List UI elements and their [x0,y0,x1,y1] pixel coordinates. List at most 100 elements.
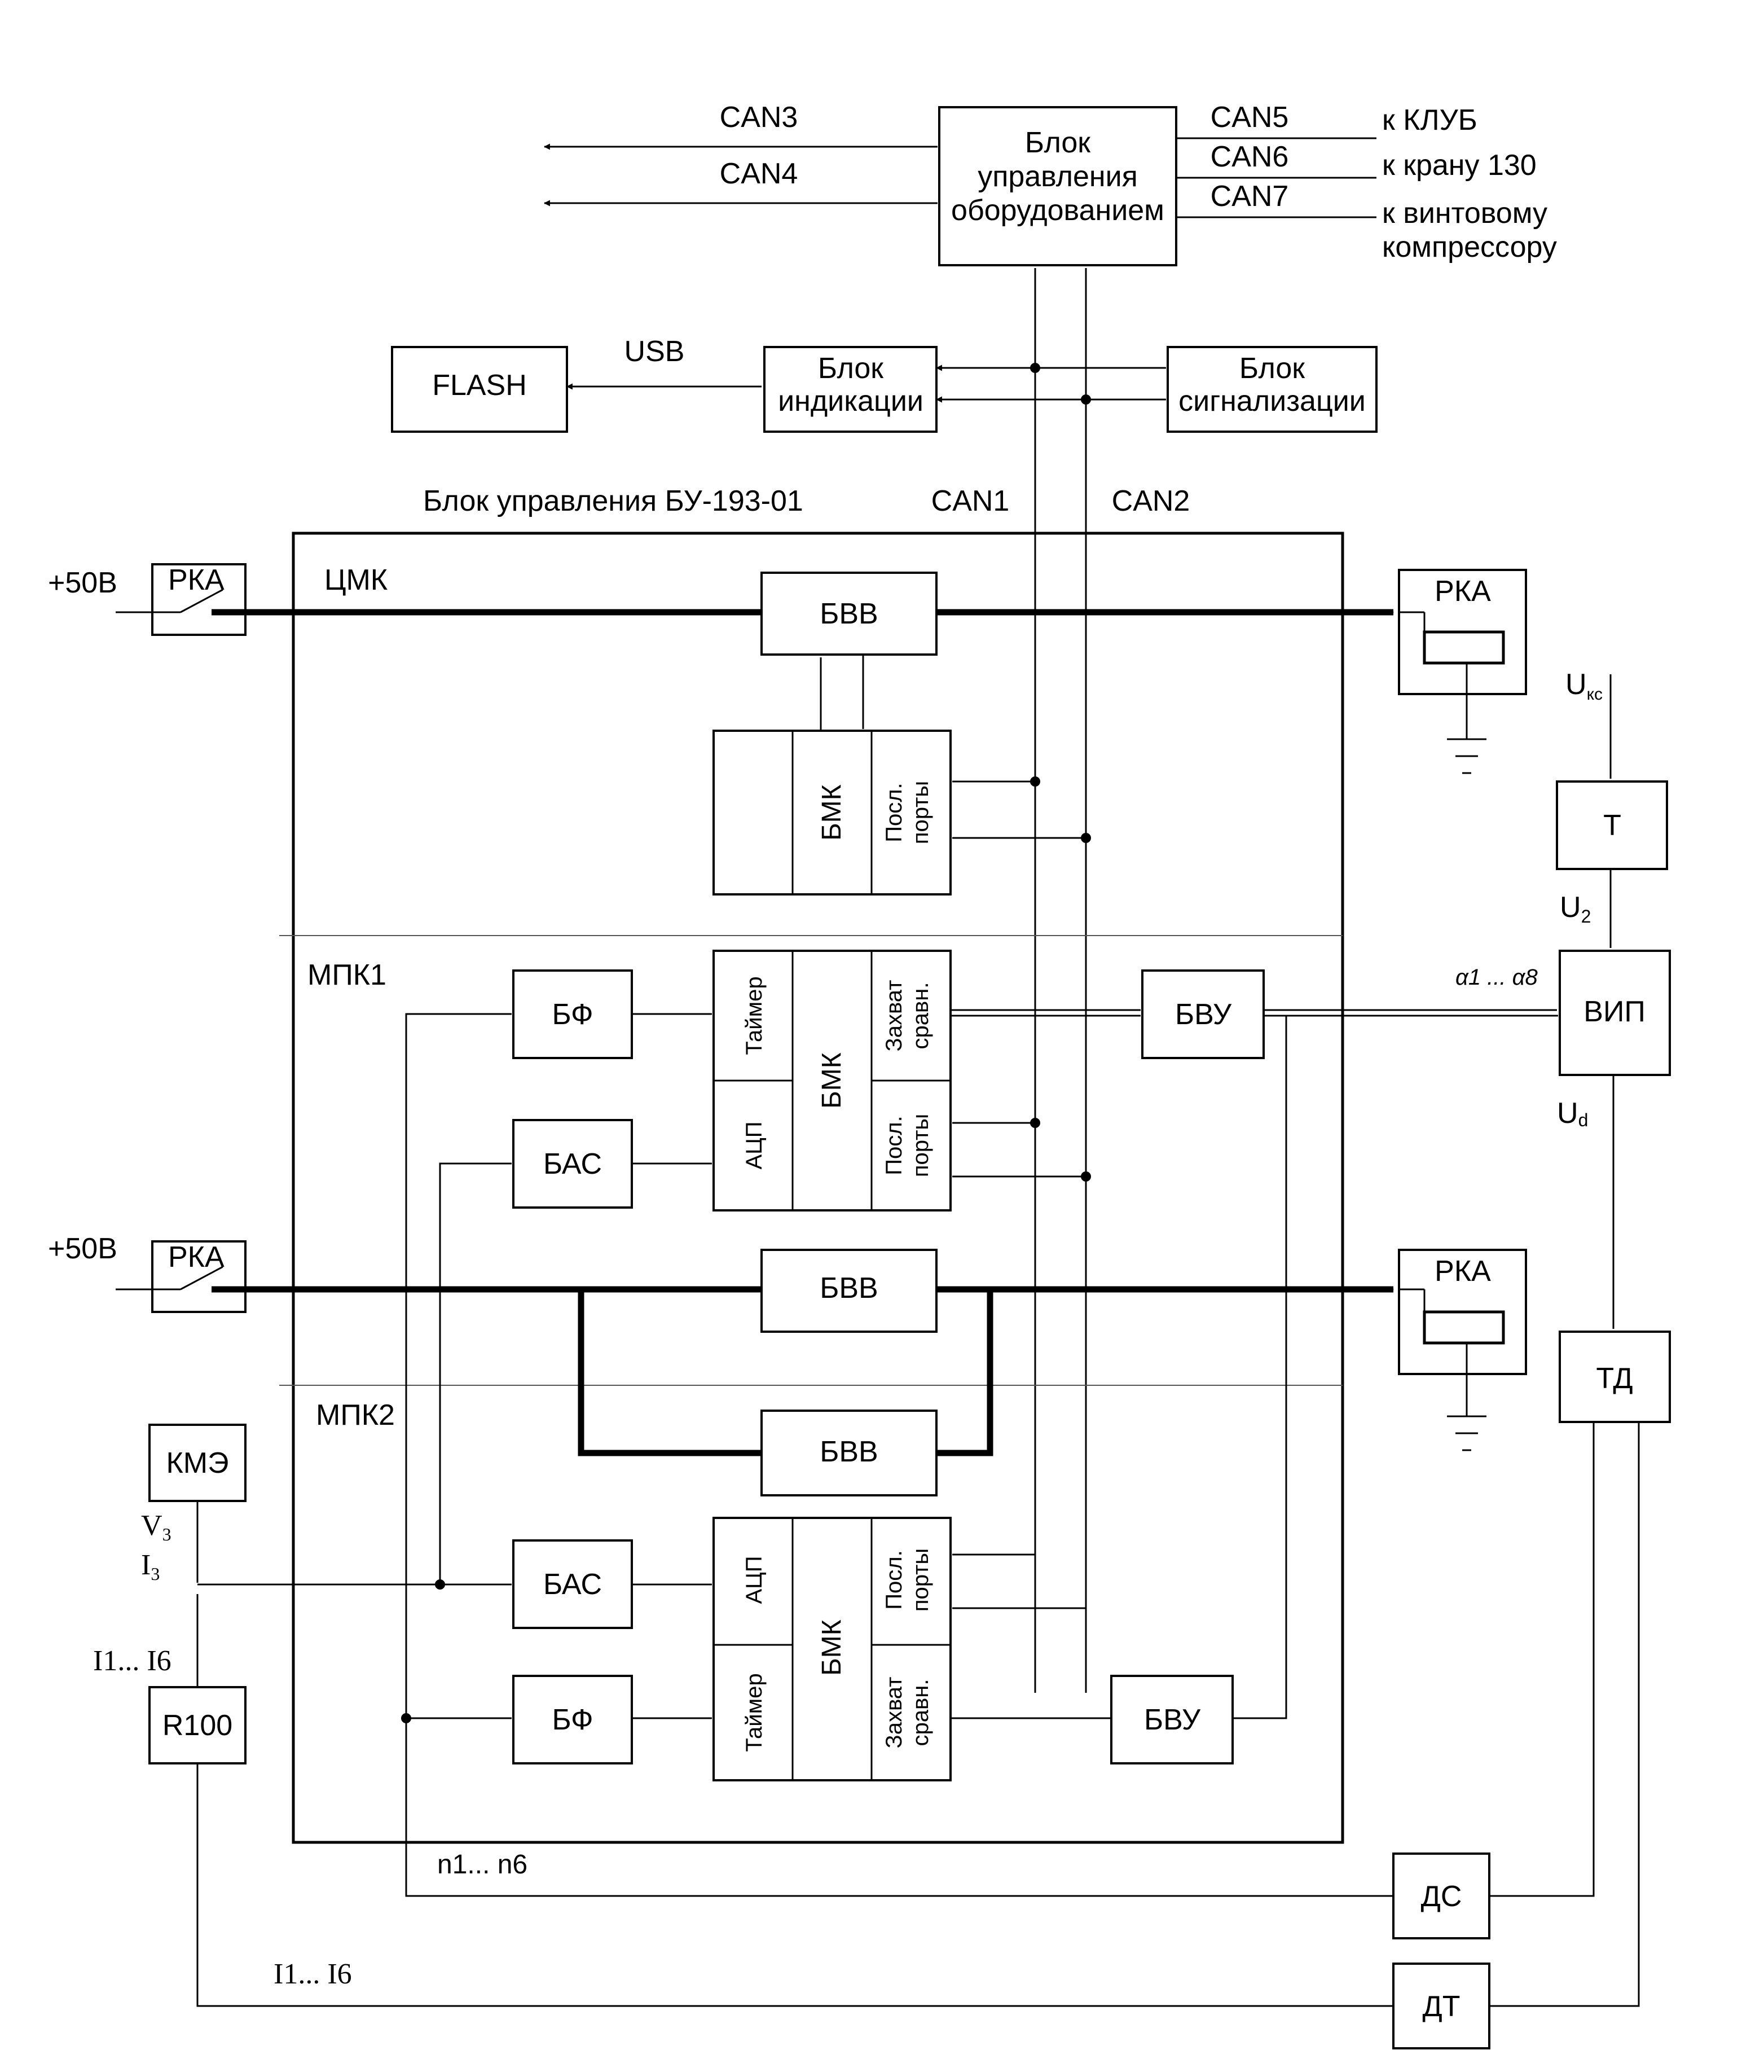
sensor-to-bas-1 [439,1162,512,1584]
cmk-label: ЦМК [324,564,388,596]
timer-label-2: Таймер [742,1673,767,1751]
dt-to-r100 [196,1763,1393,2007]
equipment-block-line3: оборудованием [951,194,1164,227]
can1-tap-mpk2 [952,1553,1036,1693]
vip-label: ВИП [1583,995,1645,1028]
u2-label: U2 [1560,891,1591,927]
ports-line2-cmk: порты [908,781,933,844]
ds-to-bf-1 [405,1013,1393,1897]
junction-dot [1030,776,1040,787]
vip-block [1559,950,1671,1076]
bvu-block-2 [1110,1675,1234,1764]
flash-label: FLASH [432,369,527,402]
bvv-block-2 [760,1249,938,1333]
to-crane-label: к крану 130 [1382,149,1537,182]
can2-tap-mpk2 [952,1607,1087,1693]
bvu-label-2: БВУ [1144,1704,1201,1736]
dt-block [1392,1963,1490,2049]
indication-line2: индикации [778,385,923,418]
can4-label: CAN4 [720,157,798,190]
signaling-block [1167,346,1378,433]
capture-line2-2: сравн. [908,1679,933,1746]
bu-frame [292,532,1344,1844]
power-line-3 [578,1289,762,1456]
bu-title: Блок управления БУ-193-01 [423,485,803,517]
ports-line1-1: Посл. [882,1116,907,1175]
ukc-label: Uкс [1565,668,1603,704]
bmk-block-cmk [712,730,952,895]
bf-label-1: БФ [552,998,593,1031]
i1-i6-label-bottom: I1... I6 [274,1958,352,1990]
mpk1-label: МПК1 [307,959,386,991]
rka-switch-2 [151,1240,247,1313]
v3-label: V3 [141,1509,171,1544]
i1-i6-label-top: I1... I6 [93,1645,171,1677]
bmk-label-mpk1: БМК [817,1052,847,1108]
bmk-block-mpk2 [712,1517,952,1781]
ukc-main: U [1565,668,1587,701]
indication-block [763,346,938,433]
bvu-label-1: БВУ [1175,998,1232,1031]
td-to-ds [1490,1422,1595,1897]
capture-line1-1: Захват [882,980,907,1052]
relay-coil-2 [1423,1310,1505,1345]
t-label: Т [1603,809,1621,842]
equipment-block-line2: управления [978,160,1138,193]
bvu2-to-bus [1233,1016,1287,1719]
r100-label: R100 [162,1709,232,1742]
i3-sub: 3 [151,1564,160,1584]
plus50v-label-1: +50В [48,567,117,599]
switch-contact [180,1266,223,1290]
v3-main: V [141,1509,162,1542]
ud-label: Ud [1557,1097,1588,1130]
ud-main: U [1557,1097,1578,1130]
ports-line2-2: порты [908,1548,933,1612]
bas-label-2: БАС [543,1568,602,1601]
ports-line2-1: порты [908,1114,933,1177]
bmk-label-cmk: БМК [817,784,847,840]
indication-line1: Блок [818,352,883,385]
to-screw-label-1: к винтовому [1382,197,1547,230]
dt-label: ДТ [1423,1990,1461,2023]
ds-label: ДС [1421,1880,1462,1913]
can6-label: CAN6 [1211,141,1289,173]
adc-label-2: АЦП [742,1556,767,1604]
n1-n6-label: n1... n6 [437,1850,527,1880]
bf-block-1 [512,969,633,1059]
rka-switch-2-label: РКА [168,1241,225,1274]
power-line-3b [936,1289,993,1456]
bas-block-1 [512,1119,633,1209]
plus50v-label-2: +50В [48,1232,117,1265]
i3-main: I [141,1549,151,1581]
td-block [1559,1331,1671,1423]
bvv-label-2: БВВ [820,1272,878,1305]
ud-sub: d [1578,1110,1589,1130]
kme-block [148,1424,247,1502]
can5-label: CAN5 [1211,101,1289,134]
relay-coil-1 [1423,630,1505,665]
ds-block [1392,1852,1490,1939]
v3-sub: 3 [162,1524,171,1544]
signaling-line2: сигнализации [1178,385,1366,418]
junction-dot [401,1713,411,1723]
can1-label: CAN1 [931,485,1010,517]
rka-coil-1-label: РКА [1435,575,1491,608]
to-screw-label-2: компрессору [1382,231,1557,264]
bf-block-2 [512,1675,633,1764]
alpha-label: α1 ... α8 [1455,965,1538,990]
switch-contact [180,589,223,613]
ports-line1-cmk: Посл. [882,783,907,842]
junction-dot [1030,1118,1040,1128]
capture-line2-1: сравн. [908,982,933,1050]
td-to-dt [1490,1422,1640,2007]
junction-dot [1081,1171,1091,1182]
rka-switch-1 [151,563,247,636]
mpk2-label: МПК2 [316,1399,395,1432]
bvv-label-1: БВВ [820,598,878,630]
bvu-block-1 [1141,969,1265,1059]
rka-switch-1-label: РКА [168,564,225,596]
bvv-block-3 [760,1410,938,1496]
td-label: ТД [1596,1362,1633,1395]
kme-label: КМЭ [166,1447,229,1480]
